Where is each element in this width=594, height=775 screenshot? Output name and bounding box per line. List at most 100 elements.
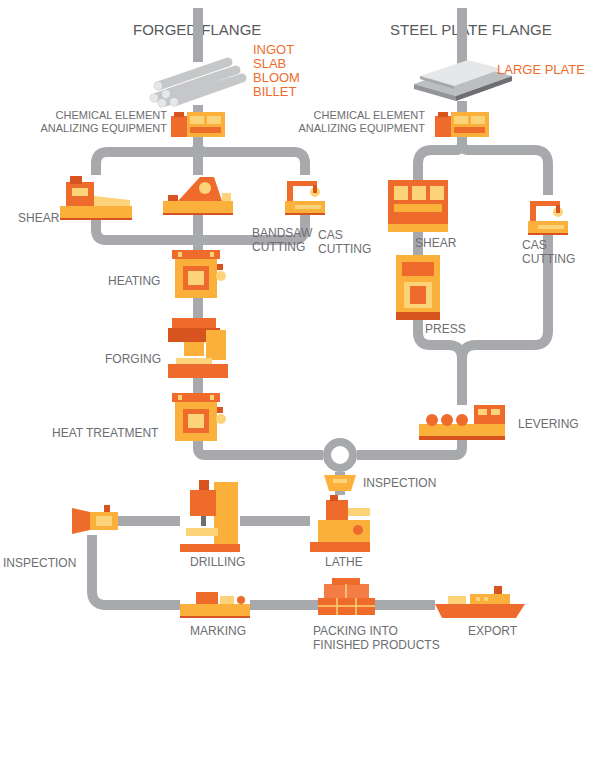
marking-icon bbox=[237, 596, 245, 604]
raw-material-icon bbox=[150, 62, 242, 107]
lathe-icon bbox=[353, 525, 363, 535]
shear-machine-icon bbox=[388, 224, 448, 232]
inspection-circle: INSPECTION bbox=[323, 438, 357, 472]
station-label: CAS CUTTING bbox=[318, 228, 382, 256]
process-station: CHEMICAL ELEMENT ANALIZING EQUIPMENT bbox=[171, 112, 225, 137]
marking-icon bbox=[196, 592, 218, 604]
forging-press-icon bbox=[206, 330, 226, 360]
bandsaw-icon bbox=[222, 193, 231, 201]
inspection-stand-icon bbox=[333, 479, 347, 483]
flow-pipe bbox=[462, 137, 548, 195]
station-label: MARKING bbox=[190, 624, 246, 638]
pipe-stub bbox=[457, 8, 467, 66]
station-label: FORGING bbox=[105, 352, 161, 366]
process-station: CAS CUTTING bbox=[285, 175, 325, 215]
drill-icon bbox=[186, 528, 218, 536]
flow-pipe bbox=[92, 535, 180, 605]
flow-pipe bbox=[96, 220, 198, 250]
station-label: LATHE bbox=[325, 555, 363, 569]
process-station: FORGING bbox=[168, 318, 228, 378]
marking-icon bbox=[220, 596, 234, 604]
shear-machine-icon bbox=[394, 204, 442, 212]
flow-pipe bbox=[457, 101, 467, 112]
ship-icon bbox=[484, 597, 488, 601]
bandsaw-icon bbox=[163, 213, 233, 215]
station-label: SHEAR bbox=[415, 236, 456, 250]
flow-pipe bbox=[193, 105, 203, 112]
raw-material-icon bbox=[158, 99, 166, 107]
station-label: PRESS bbox=[425, 322, 466, 336]
process-station: INGOT SLAB BLOOM BILLET bbox=[150, 60, 246, 105]
flow-pipe bbox=[118, 516, 180, 526]
process-station: LARGE PLATE bbox=[412, 60, 512, 101]
packing-icon bbox=[332, 578, 360, 585]
station-label: CHEMICAL ELEMENT ANALIZING EQUIPMENT bbox=[293, 109, 425, 135]
raw-material-icon bbox=[154, 62, 242, 103]
flow-pipe bbox=[198, 441, 323, 455]
flow-pipe bbox=[96, 137, 198, 175]
inspection-stand-icon bbox=[324, 475, 356, 491]
drill-icon bbox=[199, 480, 209, 490]
inspection-icon bbox=[104, 505, 110, 512]
packing-icon bbox=[318, 605, 375, 607]
process-station: CHEMICAL ELEMENT ANALIZING EQUIPMENT bbox=[435, 112, 489, 137]
station-label: HEATING bbox=[108, 274, 160, 288]
shear-icon bbox=[60, 176, 132, 220]
pipe-stub bbox=[193, 8, 203, 62]
process-station: LATHE bbox=[310, 495, 370, 552]
shear-machine-icon bbox=[388, 180, 448, 232]
flow-pipe bbox=[193, 378, 203, 393]
ship-icon bbox=[448, 596, 466, 604]
furnace-icon bbox=[172, 393, 226, 441]
process-station: SHEAR bbox=[60, 175, 132, 220]
packing-icon bbox=[318, 578, 375, 615]
ship-icon bbox=[470, 594, 510, 604]
furnace-icon bbox=[172, 250, 226, 298]
packing-icon bbox=[318, 584, 375, 615]
raw-material-icon bbox=[150, 82, 178, 107]
station-label: CHEMICAL ELEMENT ANALIZING EQUIPMENT bbox=[35, 109, 167, 135]
raw-material-icon bbox=[162, 90, 170, 98]
press-icon bbox=[410, 286, 426, 304]
station-label: HEAT TREATMENT bbox=[52, 426, 158, 440]
process-station: INSPECTION bbox=[72, 505, 118, 535]
process-station: EXPORT bbox=[435, 586, 525, 618]
marking-icon bbox=[180, 592, 250, 618]
leveller-icon bbox=[456, 414, 468, 426]
station-label: INSPECTION bbox=[363, 476, 436, 490]
lathe-icon bbox=[326, 500, 348, 520]
lathe-icon bbox=[348, 508, 370, 516]
flow-pipe bbox=[250, 600, 318, 610]
drill-icon bbox=[190, 490, 216, 516]
process-station: SHEAR bbox=[388, 180, 448, 232]
flow-pipe bbox=[375, 600, 435, 610]
bandsaw-icon bbox=[163, 177, 233, 215]
process-station: LEVERING bbox=[419, 405, 505, 440]
ship-icon bbox=[435, 604, 525, 618]
process-station: HEATING bbox=[170, 250, 226, 298]
bandsaw-icon bbox=[163, 201, 233, 213]
inspection-icon bbox=[72, 508, 90, 534]
process-station: MARKING bbox=[180, 590, 250, 618]
flow-pipe bbox=[240, 516, 310, 526]
press-icon bbox=[402, 262, 434, 276]
process-station: BANDSAW CUTTING bbox=[163, 175, 233, 215]
shear-icon bbox=[70, 176, 82, 184]
inspection-icon bbox=[72, 505, 118, 534]
station-label: SHEAR bbox=[18, 211, 59, 225]
ship-icon bbox=[476, 597, 480, 601]
shear-icon bbox=[94, 196, 130, 206]
lathe-icon bbox=[318, 520, 370, 542]
station-label: BANDSAW CUTTING bbox=[252, 226, 316, 254]
flow-pipe bbox=[198, 137, 305, 175]
analyzer-icon bbox=[435, 112, 489, 137]
forging-press-icon bbox=[176, 358, 212, 364]
marking-icon bbox=[180, 616, 250, 618]
process-station: DRILLING bbox=[180, 480, 240, 552]
drill-icon bbox=[201, 516, 206, 526]
press-icon bbox=[396, 312, 440, 320]
shear-icon bbox=[66, 182, 94, 206]
bandsaw-icon bbox=[178, 177, 222, 201]
forging-press-icon bbox=[168, 318, 228, 378]
